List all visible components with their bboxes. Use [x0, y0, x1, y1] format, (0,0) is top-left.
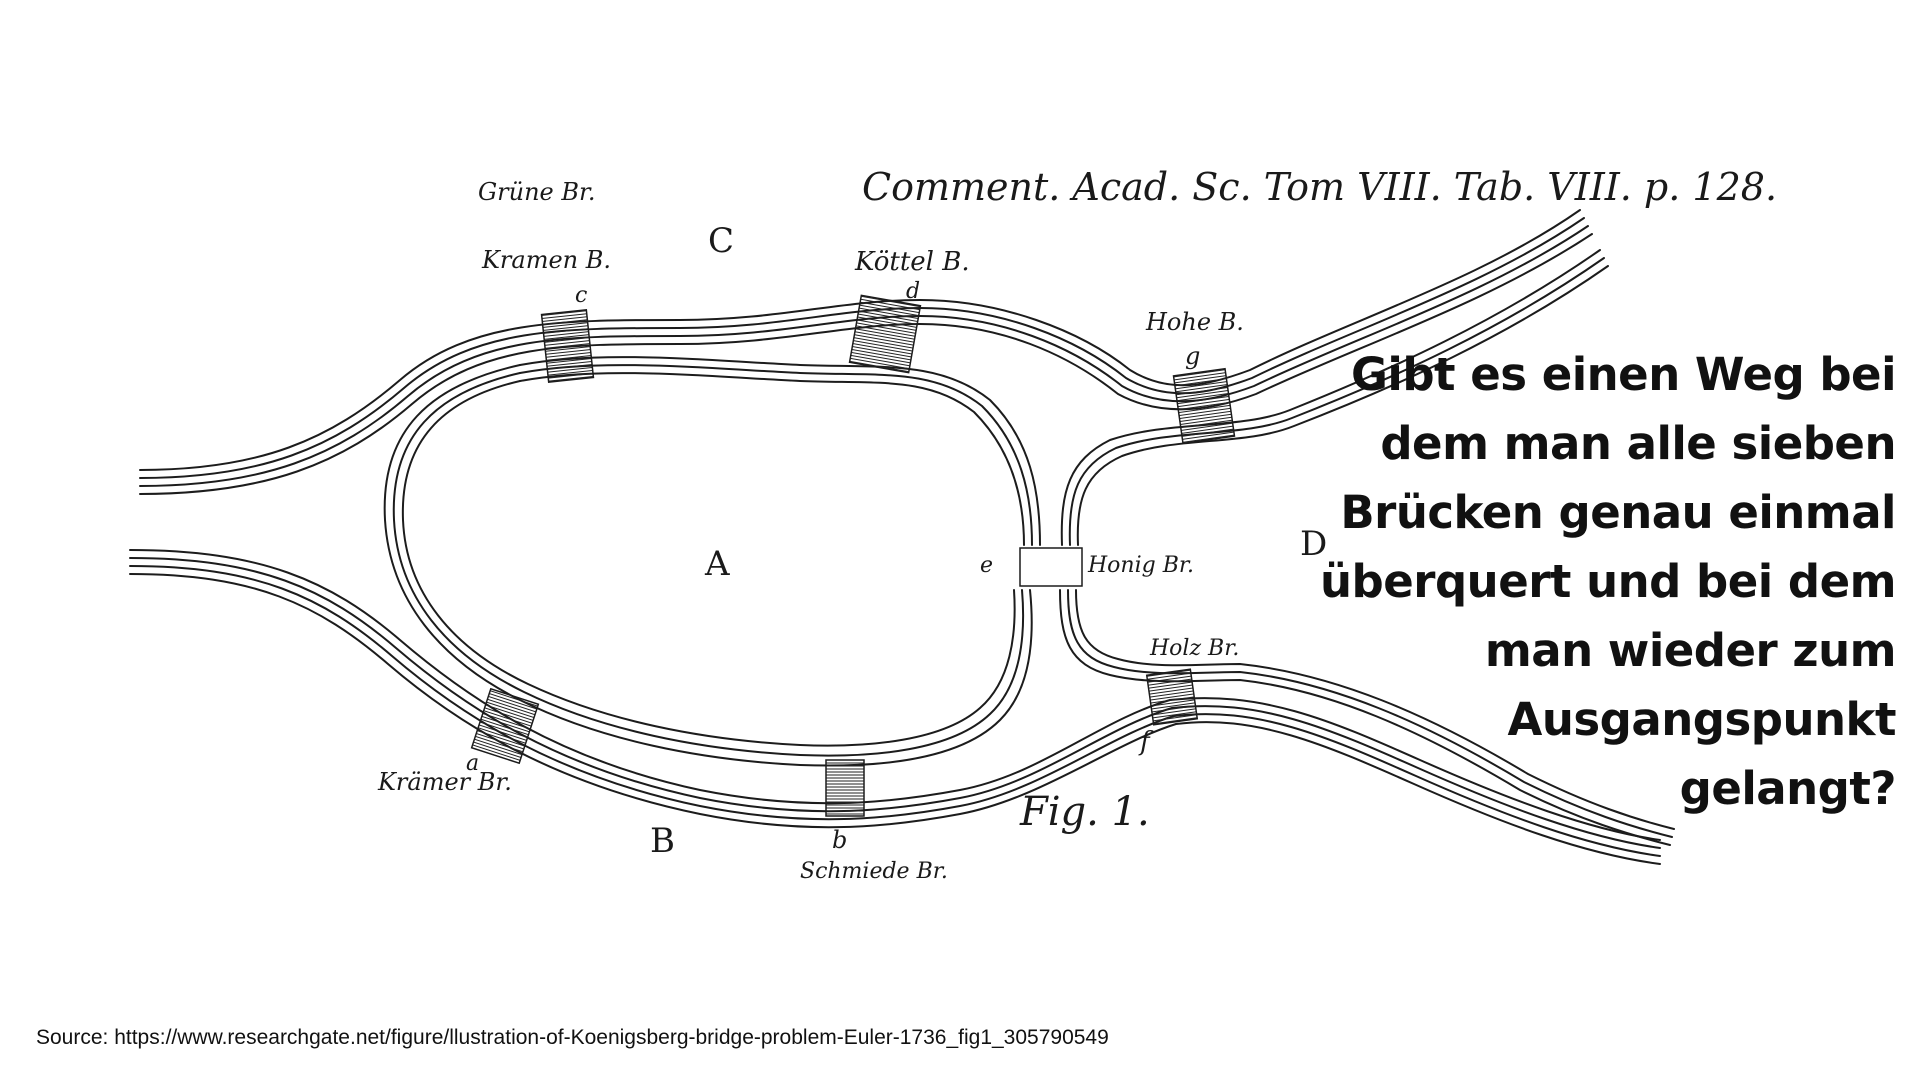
region-d-label: D: [1300, 524, 1327, 564]
bridge-g-letter: g: [1185, 342, 1200, 370]
bridge-d-letter: d: [906, 279, 920, 304]
region-c-label: C: [708, 221, 734, 261]
bridge-b: [825, 759, 865, 817]
bridge-c-letter: c: [575, 283, 587, 308]
bridge-e-name: Honig Br.: [1087, 553, 1194, 578]
bridge-b-name: Schmiede Br.: [800, 859, 948, 884]
island-north-bank: [519, 356, 1041, 546]
bridge-g: [1172, 367, 1236, 445]
bridge-f-letter: f: [1138, 727, 1154, 757]
river-east-upper: [1060, 249, 1609, 546]
bridge-e: [1019, 547, 1083, 587]
figure-label: Fig. 1.: [1019, 789, 1150, 835]
bridge-f: [1145, 668, 1199, 726]
region-b-label: B: [650, 821, 675, 861]
region-a-label: A: [704, 544, 730, 584]
river-east-lower: [1059, 589, 1675, 846]
bridge-c-name-2: Kramen B.: [481, 246, 611, 274]
bridge-labels: Grüne Br. Kramen B. c Köttel B. d Hohe B…: [377, 178, 1244, 884]
bridge-a-name: Krämer Br.: [377, 768, 512, 796]
source-caption: Source: https://www.researchgate.net/fig…: [36, 1026, 1109, 1049]
bridge-e-letter: e: [980, 553, 993, 578]
bridges: [470, 294, 1236, 817]
bridge-d: [848, 294, 922, 374]
river-lower-bank: [129, 549, 1661, 865]
bridge-d-name: Köttel B.: [854, 247, 970, 277]
bridge-a: [470, 687, 540, 765]
island-west-south-bank: [383, 364, 1033, 767]
river: [129, 209, 1675, 865]
bridge-b-letter: b: [832, 826, 847, 854]
figure-header: Comment. Acad. Sc. Tom VIII. Tab. VIII. …: [862, 165, 1777, 209]
question-text: Gibt es einen Weg bei dem man alle siebe…: [1320, 348, 1897, 815]
bridge-c-name-1: Grüne Br.: [478, 178, 596, 206]
bridge-g-name: Hohe B.: [1145, 308, 1244, 336]
bridge-c: [540, 308, 595, 383]
bridge-a-letter: a: [466, 751, 479, 776]
bridge-f-name: Holz Br.: [1149, 636, 1239, 661]
